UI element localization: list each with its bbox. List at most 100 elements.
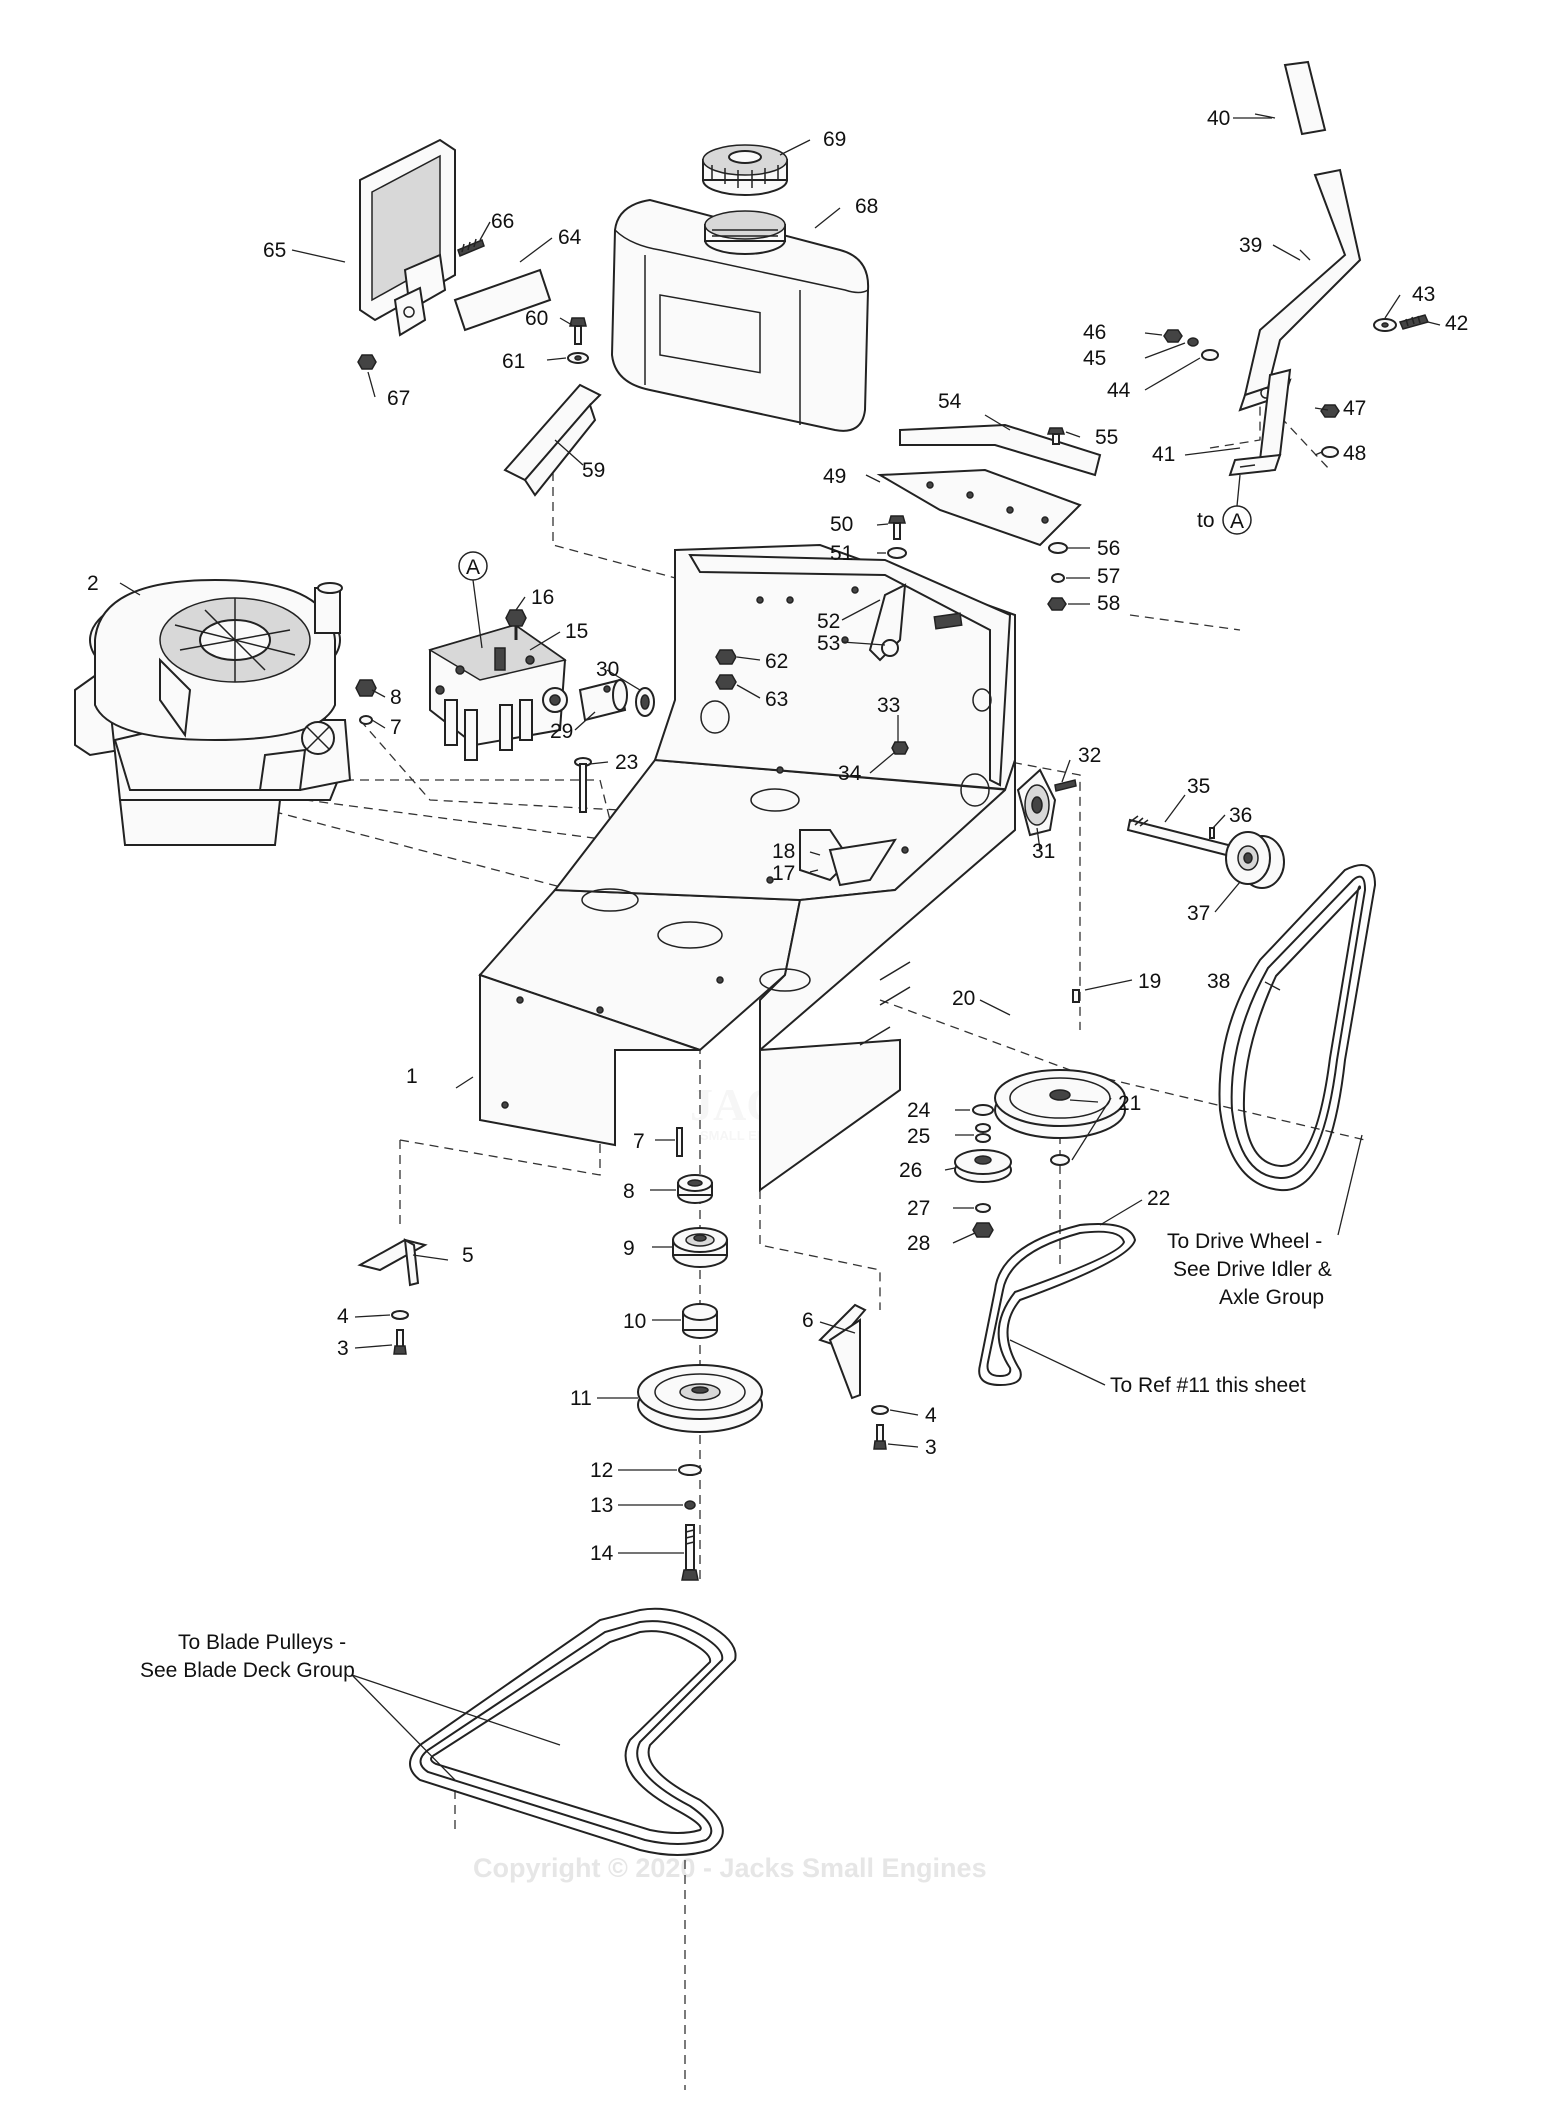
callout-41: 39 [1239,234,1262,257]
washer-47 [1187,337,1199,347]
callout-1: 1 [406,1065,418,1088]
reference-a-bottom-label: A [1230,510,1244,533]
bolt-25 [574,757,592,813]
key-9 [676,1127,683,1157]
bracket-5 [357,1238,428,1287]
callout-65: 63 [765,688,788,711]
bolt-35 [891,741,909,755]
coupler [578,678,628,722]
callout-63: 61 [502,350,525,373]
plate-51 [876,468,1082,547]
callout-4-right: 4 [925,1404,937,1427]
callout-6: 6 [802,1309,814,1332]
bolt-3-right [873,1424,887,1450]
callout-7: 7 [390,716,402,739]
note-drive-wheel-line3: Axle Group [1219,1286,1324,1309]
washer-29 [975,1203,991,1213]
key-21 [1072,989,1080,1003]
bearing-32 [635,687,655,717]
washer-59 [1051,573,1065,583]
callout-23: 21 [1118,1092,1141,1115]
callout-39: 37 [1187,902,1210,925]
callout-52: 50 [830,513,853,536]
callout-69: 67 [387,387,410,410]
nut-48 [1163,329,1183,343]
note-blade-pulleys: To Blade Pulleys - See Blade Deck Group [140,1631,355,1682]
callout-35: 33 [877,694,900,717]
callout-55: 53 [817,632,840,655]
nut-65 [715,674,737,690]
callout-43: 41 [1152,443,1175,466]
reference-a-top-label: A [466,556,480,579]
callout-61: 59 [582,459,605,482]
callout-labels: 40 39 69 68 65 66 64 60 61 67 59 54 55 4… [87,107,1468,1565]
callout-40: 38 [1207,970,1230,993]
callout-10: 8 [623,1180,635,1203]
callout-3-left: 3 [337,1337,349,1360]
callout-22: 20 [952,987,975,1010]
bolt-68 [457,238,485,258]
copyright-watermark: Copyright © 2020 - Jacks Small Engines [473,1853,987,1883]
bolt-16 [681,1524,699,1581]
bracket-61 [503,383,602,497]
callout-33: 31 [1032,840,1055,863]
callout-21: 19 [1138,970,1161,993]
callout-60: 58 [1097,592,1120,615]
callout-57: 55 [1095,426,1118,449]
callout-2: 2 [87,572,99,595]
callout-66: 64 [558,226,582,249]
note-drive-wheel-line2: See Drive Idler & [1173,1258,1332,1281]
callout-47: 45 [1083,347,1106,370]
handle-bracket-67 [359,138,456,337]
washer-45 [1373,318,1397,332]
callout-46: 44 [1107,379,1131,402]
note-blade-pulleys-line1: To Blade Pulleys - [178,1631,346,1654]
pulley-39 [1225,831,1285,889]
callout-4-left: 4 [337,1305,349,1328]
bolt-18 [505,609,527,640]
callout-36: 34 [838,762,862,785]
callout-9: 7 [633,1130,645,1153]
washer-58 [1048,542,1068,554]
callout-42: 40 [1207,107,1230,130]
v-belt-24 [978,1223,1137,1387]
note-blade-pulleys-line2: See Blade Deck Group [140,1659,355,1682]
pulley-22 [994,1069,1126,1139]
callout-49: 47 [1343,397,1366,420]
callout-68: 66 [491,210,514,233]
callout-18: 16 [531,586,554,609]
callout-45: 43 [1412,283,1435,306]
callout-70: 68 [855,195,878,218]
washer-27 [975,1123,991,1143]
plate-66 [453,268,552,332]
callout-28: 26 [899,1159,922,1182]
callout-62: 60 [525,307,548,330]
callout-37: 35 [1187,775,1210,798]
callout-8: 8 [390,686,402,709]
washer-63 [567,352,589,364]
washer-26 [972,1104,994,1116]
bracket-6 [818,1303,867,1400]
callout-14: 12 [590,1459,613,1482]
callout-64: 62 [765,650,788,673]
reference-to-label: to [1197,509,1215,532]
callout-44: 42 [1445,312,1468,335]
nut-30 [972,1222,994,1238]
key-38 [1209,827,1215,839]
washer-50 [1321,446,1339,458]
control-bracket [799,829,898,887]
blade-belt [409,1607,737,1856]
pulley-13 [637,1364,763,1433]
washer-14 [678,1464,702,1476]
callout-58: 56 [1097,537,1120,560]
plate-56 [899,423,1102,477]
spacer-12 [682,1303,718,1339]
lever-42 [1283,60,1327,136]
callout-54: 52 [817,610,840,633]
callout-13: 11 [570,1387,592,1410]
washer-53 [887,547,907,559]
bolt-62 [569,317,587,345]
callout-25: 23 [615,751,638,774]
v-belt-40 [1218,864,1377,1192]
